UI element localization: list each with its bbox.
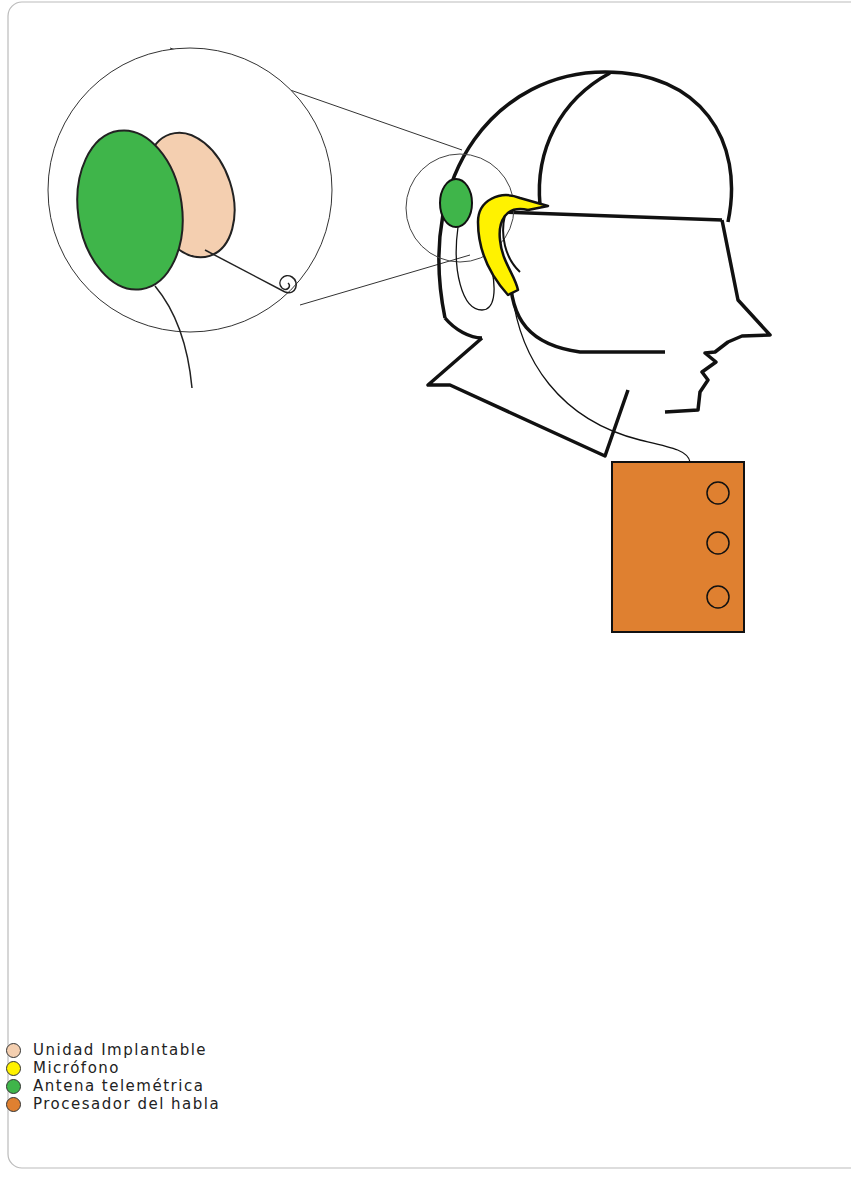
legend-row: Unidad Implantable: [6, 1041, 606, 1059]
legend-row: Micrófono: [6, 1059, 606, 1077]
legend-swatch: [6, 1061, 21, 1076]
neck: [428, 338, 628, 456]
legend-text: Procesador del habla: [33, 1095, 220, 1113]
face-profile: [665, 220, 770, 412]
legend-swatch: [6, 1097, 21, 1112]
processor-button: [707, 482, 729, 504]
processor-button: [707, 586, 729, 608]
legend-swatch: [6, 1079, 21, 1094]
head-outline: [439, 72, 732, 318]
legend-text: Unidad Implantable: [33, 1041, 207, 1059]
antenna: [67, 124, 192, 297]
page-frame: [8, 2, 851, 1168]
legend-row: Antena telemétrica: [6, 1077, 606, 1095]
zoom-circle: [48, 48, 332, 332]
legend-text: Antena telemétrica: [33, 1077, 204, 1095]
legend: Unidad ImplantableMicrófonoAntena telemé…: [6, 1041, 606, 1113]
ear: [503, 215, 520, 272]
electrode-wire: [205, 250, 285, 292]
microphone: [478, 195, 548, 295]
legend-row: Procesador del habla: [6, 1095, 606, 1113]
processor-cable: [512, 292, 690, 462]
head-seam: [539, 73, 610, 205]
speech-processor: [612, 462, 744, 632]
head-band: [500, 212, 722, 220]
legend-text: Micrófono: [33, 1059, 120, 1077]
antenna: [440, 179, 472, 227]
antenna-wire: [155, 286, 192, 388]
jaw-line: [510, 272, 665, 352]
legend-swatch: [6, 1043, 21, 1058]
zoom-line: [300, 255, 470, 305]
nape: [445, 318, 482, 338]
processor-button: [707, 532, 729, 554]
electrode-spiral: [280, 276, 296, 293]
